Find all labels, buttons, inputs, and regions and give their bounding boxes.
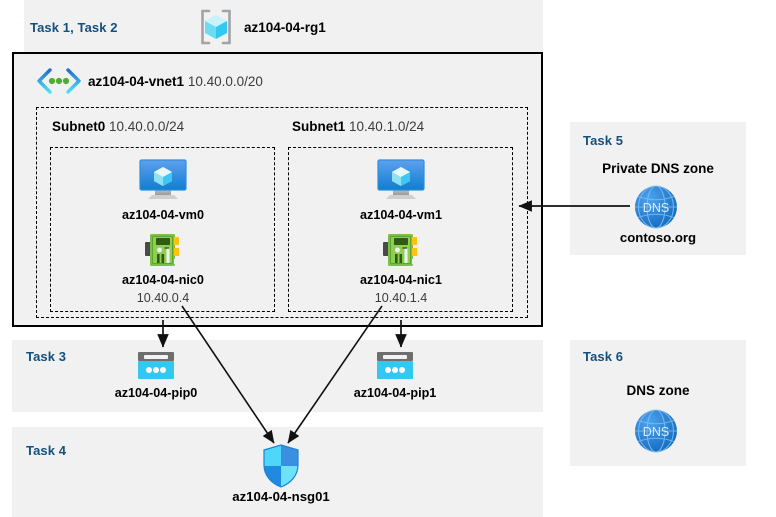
network-security-group-icon (262, 444, 300, 488)
public-ip-address-icon (136, 350, 176, 382)
resource-group-name-text: az104-04-rg1 (244, 20, 326, 35)
public-ip-address-icon (375, 350, 415, 382)
resource-group-header-panel (24, 0, 543, 52)
task-label-1-2: Task 1, Task 2 (30, 20, 118, 35)
nic1-label: az104-04-nic1 (360, 273, 442, 287)
subnet0-name: Subnet0 (52, 119, 106, 134)
virtual-machine-icon (137, 158, 189, 202)
task-label-5: Task 5 (583, 133, 624, 148)
task-label-6: Task 6 (583, 349, 624, 364)
subnet0-boundary (50, 147, 275, 312)
vm1-label: az104-04-vm1 (360, 208, 442, 222)
network-interface-icon (143, 231, 183, 269)
vnet-panel (12, 52, 543, 327)
subnet1-boundary (288, 147, 513, 312)
pip0-label: az104-04-pip0 (114, 386, 198, 400)
network-interface-icon (381, 231, 421, 269)
subnet0-prefix: 10.40.0.0/24 (109, 119, 185, 134)
private-dns-zone-title: Private DNS zone (602, 161, 714, 176)
subnet0-title: Subnet0 10.40.0.0/24 (52, 119, 184, 134)
subnet1-name: Subnet1 (292, 119, 346, 134)
subnets-group-boundary (36, 107, 528, 318)
vnet-address-space: 10.40.0.0/20 (187, 74, 263, 89)
svg-text:DNS: DNS (643, 425, 669, 439)
resource-group-name: az104-04-rg1 (244, 20, 326, 35)
task-label-4: Task 4 (26, 443, 67, 458)
vnet-title: az104-04-vnet1 10.40.0.0/20 (88, 74, 263, 89)
subnet1-title: Subnet1 10.40.1.0/24 (292, 119, 424, 134)
dns-zone-icon: DNS (633, 184, 679, 230)
dns-zone-title: DNS zone (626, 383, 690, 398)
private-dns-zone-name: contoso.org (619, 230, 697, 245)
nic1-ip: 10.40.1.4 (374, 291, 428, 305)
vm0-label: az104-04-vm0 (122, 208, 204, 222)
virtual-machine-icon (375, 158, 427, 202)
public-ip-panel (12, 340, 543, 412)
nsg-label: az104-04-nsg01 (232, 489, 330, 504)
subnet1-prefix: 10.40.1.0/24 (349, 119, 425, 134)
dns-zone-icon: DNS (633, 408, 679, 454)
nic0-label: az104-04-nic0 (122, 273, 204, 287)
task-label-3: Task 3 (26, 349, 67, 364)
pip1-label: az104-04-pip1 (353, 386, 437, 400)
vnet-name: az104-04-vnet1 (88, 74, 185, 89)
nic0-ip: 10.40.0.4 (136, 291, 190, 305)
svg-text:DNS: DNS (643, 201, 669, 215)
virtual-network-icon (36, 68, 82, 94)
resource-group-icon (196, 8, 236, 46)
